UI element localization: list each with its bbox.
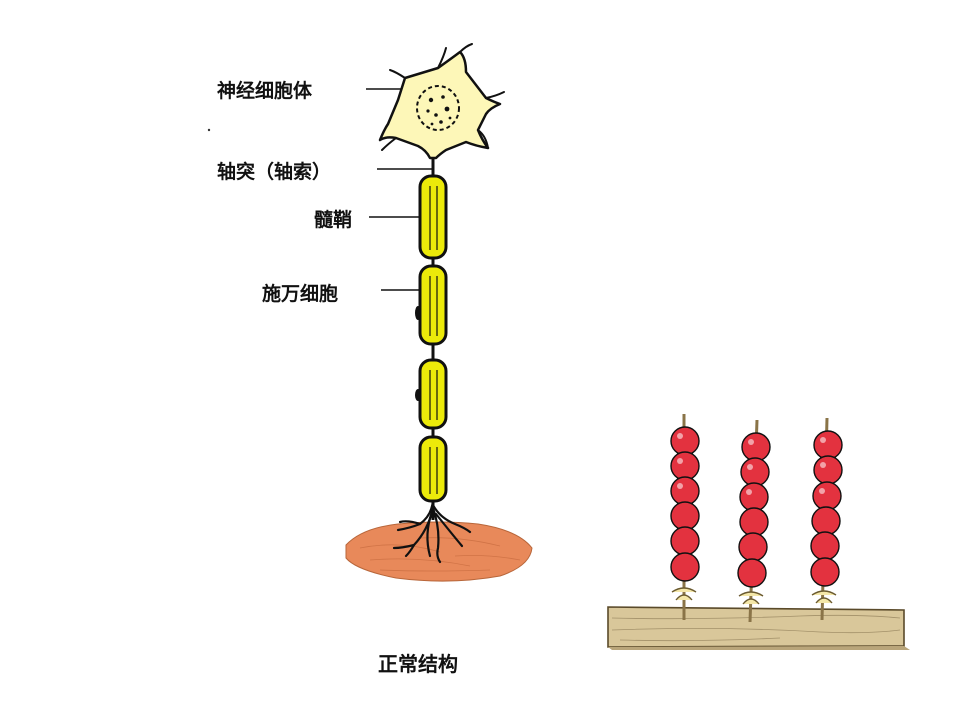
myelin-segments	[418, 174, 448, 503]
skewer-1	[670, 414, 700, 620]
label-myelin-sheath: 髓鞘	[314, 209, 353, 231]
leader-lines	[366, 88, 432, 291]
myelin-segment-1	[418, 174, 448, 260]
label-schwann-cell: 施万细胞	[262, 283, 339, 305]
neuron-cell-body	[378, 43, 505, 160]
skewer-2	[737, 419, 771, 623]
myelin-segment-4	[418, 435, 448, 503]
myelin-inner-lines	[429, 186, 438, 494]
axon-terminal-tissue	[345, 521, 533, 582]
nucleus	[416, 85, 460, 131]
dendrites	[381, 43, 505, 151]
wooden-stand	[607, 606, 910, 650]
schwann-nuclei	[415, 306, 421, 401]
axon-terminal-branches	[392, 498, 472, 564]
skewer-3	[810, 417, 843, 621]
diagram-caption: 正常结构	[378, 652, 458, 676]
label-axon: 轴突（轴索）	[217, 161, 332, 183]
myelin-segment-2	[418, 264, 448, 346]
nucleus-granules	[426, 95, 452, 126]
label-neuron-cell-body: 神经细胞体	[217, 80, 313, 102]
